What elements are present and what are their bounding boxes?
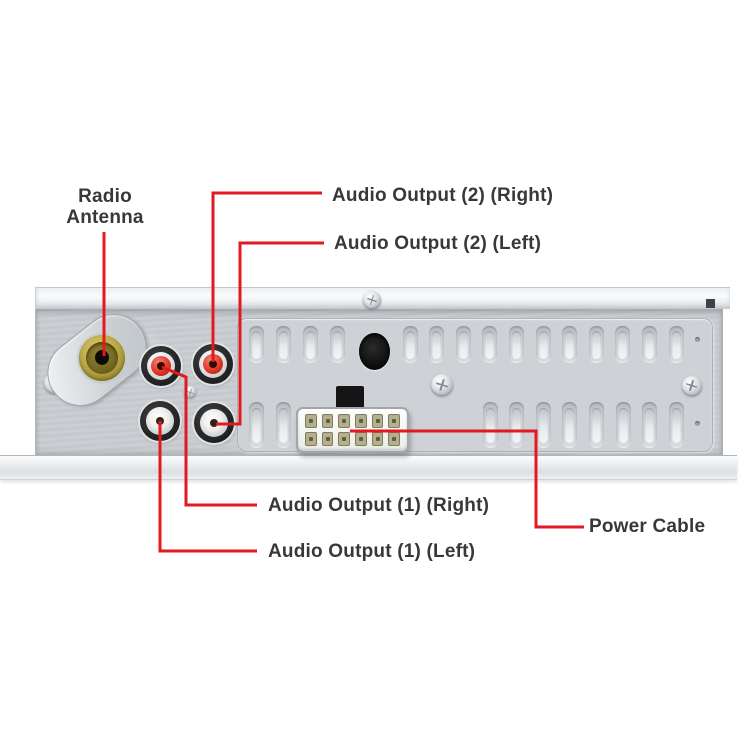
vent-slot xyxy=(482,402,498,448)
screw xyxy=(363,291,381,309)
vent-slot xyxy=(402,326,418,363)
vent-slot xyxy=(615,326,631,363)
vent-slot xyxy=(588,326,604,363)
vent-slot xyxy=(615,402,631,448)
power-connector-tab xyxy=(336,386,364,411)
power-pin xyxy=(338,414,350,428)
vent-slot xyxy=(275,402,291,448)
label-radio-antenna-line1: Radio xyxy=(78,186,132,207)
rca-jack-audio2-right xyxy=(193,344,233,384)
chassis-corner-notch xyxy=(706,299,715,308)
vent-slot xyxy=(562,402,578,448)
vent-slot xyxy=(668,402,684,448)
vent-slot xyxy=(275,326,291,363)
vent-slot xyxy=(588,402,604,448)
plate-pilot-hole xyxy=(695,421,700,426)
rca-hole xyxy=(210,419,218,427)
rca-hole xyxy=(156,417,164,425)
rca-jack-audio1-right xyxy=(141,346,181,386)
vent-slot xyxy=(641,326,657,363)
label-radio-antenna: Radio Antenna xyxy=(35,186,175,228)
vent-slot xyxy=(455,326,471,363)
label-audio-output-2-left: Audio Output (2) (Left) xyxy=(334,233,542,254)
label-audio-output-1-left: Audio Output (1) (Left) xyxy=(268,541,476,562)
label-audio-output-2-right: Audio Output (2) (Right) xyxy=(332,185,554,206)
vent-slot xyxy=(302,326,318,363)
label-radio-antenna-line2: Antenna xyxy=(66,207,144,228)
power-pin xyxy=(305,414,317,428)
power-pin xyxy=(305,432,317,446)
vent-slot xyxy=(482,326,498,363)
power-pin xyxy=(371,414,384,428)
vent-slot xyxy=(535,326,551,363)
power-pin xyxy=(338,432,350,446)
vent-slot xyxy=(642,402,658,448)
vent-slot xyxy=(509,402,525,448)
label-audio-output-1-right: Audio Output (1) (Right) xyxy=(268,495,490,516)
antenna-connector-hole xyxy=(95,350,109,365)
label-power-cable: Power Cable xyxy=(589,516,706,537)
vent-slot xyxy=(562,326,578,363)
rca-hole xyxy=(157,362,165,370)
power-pin xyxy=(388,432,400,446)
power-pin xyxy=(388,414,400,428)
radio-antenna-connector xyxy=(79,335,125,381)
vent-slot xyxy=(508,326,524,363)
power-pin xyxy=(355,414,367,428)
vent-slot xyxy=(668,326,684,363)
vent-slot xyxy=(329,326,345,363)
rca-jack-audio1-left xyxy=(140,401,180,441)
screw xyxy=(682,376,702,396)
power-pin xyxy=(321,432,334,446)
mounting-hole xyxy=(359,333,390,370)
vent-slot xyxy=(248,326,264,363)
power-pin xyxy=(371,432,384,446)
screw xyxy=(184,386,196,398)
vent-slot xyxy=(248,402,264,448)
plate-pilot-hole xyxy=(695,337,700,342)
screw xyxy=(431,374,453,396)
vent-slot xyxy=(429,326,445,363)
rca-jack-audio2-left xyxy=(194,403,234,443)
power-pin xyxy=(355,432,367,446)
power-pin xyxy=(321,414,334,428)
vent-slot xyxy=(535,402,551,448)
power-connector xyxy=(296,407,409,453)
chassis-top-rail xyxy=(35,287,730,309)
rca-hole xyxy=(209,360,217,368)
